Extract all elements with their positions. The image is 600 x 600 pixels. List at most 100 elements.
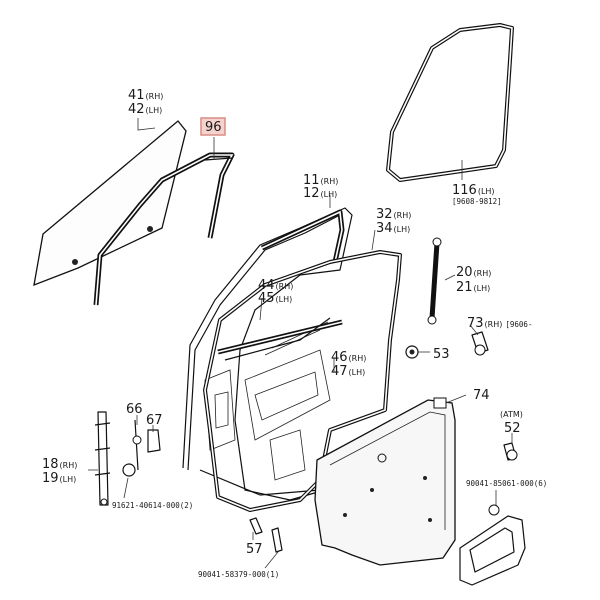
callout-45-side: (LH): [276, 295, 293, 304]
svg-text:47(LH): 47(LH): [331, 364, 365, 379]
callout-46-side: (RH): [349, 354, 367, 363]
callout-32[interactable]: 32(RH): [376, 207, 411, 222]
bolt-52[interactable]: [503, 442, 518, 461]
callout-34-side: (LH): [394, 225, 411, 234]
glass-run-channel[interactable]: [93, 152, 235, 306]
callout-116-number: 116: [452, 183, 477, 198]
svg-text:46(RH): 46(RH): [331, 350, 366, 365]
svg-text:73(RH)[9606-: 73(RH)[9606-: [467, 316, 532, 331]
callout-116[interactable]: 116(LH) [9608-9812]: [452, 183, 502, 206]
door-weatherstrip[interactable]: [386, 23, 514, 182]
callout-12-side: (LH): [321, 190, 338, 199]
callout-34-number: 34: [376, 221, 393, 236]
callout-20-side: (RH): [474, 269, 492, 278]
part-code-left-bolt[interactable]: 91621-40614-000(2): [112, 501, 193, 510]
svg-text:44(RH): 44(RH): [258, 278, 293, 293]
callout-96-highlight: [200, 117, 226, 136]
svg-text:116(LH): 116(LH): [452, 183, 495, 198]
callout-52-note: (ATM): [500, 410, 523, 419]
door-glass[interactable]: [33, 120, 187, 287]
part-code-right-screw[interactable]: 90041-85061-000(6): [466, 479, 547, 488]
callout-12-number: 12: [303, 186, 320, 201]
callout-11-side: (RH): [321, 177, 339, 186]
callout-73-number: 73: [467, 316, 484, 331]
clip-53[interactable]: [405, 345, 419, 359]
svg-text:32(RH): 32(RH): [376, 207, 411, 222]
callout-53[interactable]: 53: [433, 347, 450, 362]
svg-text:19(LH): 19(LH): [42, 471, 76, 486]
callout-44[interactable]: 44(RH): [258, 278, 293, 293]
callout-96-number: 96: [205, 120, 222, 135]
svg-text:42(LH): 42(LH): [128, 102, 162, 117]
callout-44-number: 44: [258, 278, 275, 293]
callout-66-number: 66: [126, 402, 143, 417]
callout-42-number: 42: [128, 102, 145, 117]
callout-19-side: (LH): [60, 475, 77, 484]
callout-46-number: 46: [331, 350, 348, 365]
callout-47-side: (LH): [349, 368, 366, 377]
callout-32-side: (RH): [394, 211, 412, 220]
callout-20-number: 20: [456, 265, 473, 280]
callout-67[interactable]: 67: [146, 413, 163, 428]
window-regulator[interactable]: [217, 317, 343, 361]
callout-73-side: (RH): [485, 320, 503, 329]
callout-67-number: 67: [146, 413, 163, 428]
callout-18-side: (RH): [60, 461, 78, 470]
svg-text:18(RH): 18(RH): [42, 457, 77, 472]
callout-41[interactable]: 41(RH): [128, 88, 163, 103]
callout-41-side: (RH): [146, 92, 164, 101]
callout-21-number: 21: [456, 280, 473, 295]
callout-116-side: (LH): [478, 187, 495, 196]
svg-text:21(LH): 21(LH): [456, 280, 490, 295]
callout-32-number: 32: [376, 207, 393, 222]
callout-57[interactable]: 57: [246, 542, 263, 557]
callout-47[interactable]: 47(LH): [331, 364, 365, 379]
callout-34[interactable]: 34(LH): [376, 221, 410, 236]
clip-74[interactable]: [433, 397, 447, 409]
screw-57[interactable]: [249, 517, 283, 553]
front-door-guide-18-19[interactable]: [94, 411, 111, 506]
outer-door-seal[interactable]: [203, 250, 402, 512]
part-code-bottom-bolt[interactable]: 90041-58379-000(1): [198, 570, 279, 579]
callout-21-side: (LH): [474, 284, 491, 293]
callout-96[interactable]: 96: [200, 117, 226, 136]
callout-52[interactable]: (ATM) 52: [500, 410, 523, 436]
callout-41-number: 41: [128, 88, 145, 103]
callout-11[interactable]: 11(RH): [303, 173, 338, 188]
callout-18-number: 18: [42, 457, 59, 472]
callout-66[interactable]: 66: [126, 402, 143, 417]
inside-handle[interactable]: [459, 504, 526, 586]
callout-11-number: 11: [303, 173, 320, 188]
svg-text:45(LH): 45(LH): [258, 291, 292, 306]
callout-20[interactable]: 20(RH): [456, 265, 491, 280]
svg-text:11(RH): 11(RH): [303, 173, 338, 188]
callout-12[interactable]: 12(LH): [303, 186, 337, 201]
svg-text:34(LH): 34(LH): [376, 221, 410, 236]
callout-45[interactable]: 45(LH): [258, 291, 292, 306]
callout-74-number: 74: [473, 388, 490, 403]
callout-19-number: 19: [42, 471, 59, 486]
lock-rod-66-67[interactable]: [122, 419, 161, 477]
callout-53-number: 53: [433, 347, 450, 362]
callout-73-code: [9606-: [505, 320, 532, 329]
part-code-left-bolt-text: 91621-40614-000(2): [112, 501, 193, 510]
part-code-right-screw-text: 90041-85061-000(6): [466, 479, 547, 488]
svg-text:20(RH): 20(RH): [456, 265, 491, 280]
callout-46[interactable]: 46(RH): [331, 350, 366, 365]
callout-116-code: [9608-9812]: [452, 197, 502, 206]
callout-19[interactable]: 19(LH): [42, 471, 76, 486]
bolt-73[interactable]: [471, 331, 489, 356]
callout-45-number: 45: [258, 291, 275, 306]
door-trim-panel[interactable]: [314, 399, 456, 566]
callout-21[interactable]: 21(LH): [456, 280, 490, 295]
callout-18[interactable]: 18(RH): [42, 457, 77, 472]
part-code-bottom-bolt-text: 90041-58379-000(1): [198, 570, 279, 579]
door-check-arm[interactable]: [427, 237, 442, 325]
callout-44-side: (RH): [276, 282, 294, 291]
callout-47-number: 47: [331, 364, 348, 379]
callout-42[interactable]: 42(LH): [128, 102, 162, 117]
callout-74[interactable]: 74: [473, 388, 490, 403]
callout-42-side: (LH): [146, 106, 163, 115]
callout-73[interactable]: 73(RH)[9606-: [467, 316, 532, 331]
